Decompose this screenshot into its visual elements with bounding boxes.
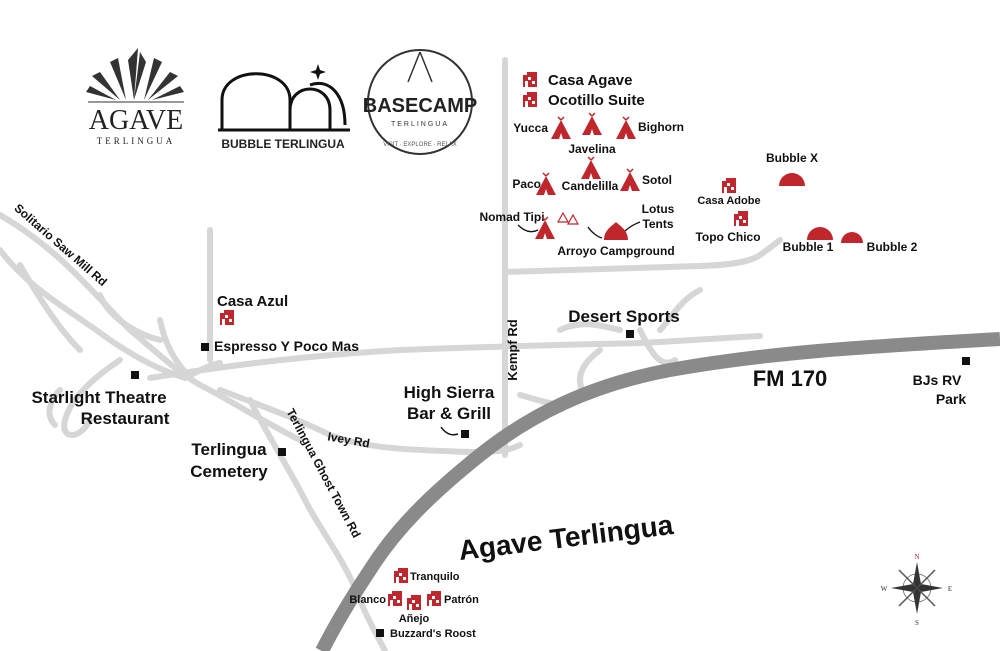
ocotillo-suite-marker[interactable] xyxy=(523,92,537,107)
blanco-marker[interactable] xyxy=(388,591,402,606)
compass-rose: N S E W xyxy=(881,553,952,627)
paco-label: Paco xyxy=(512,177,541,191)
bighorn-label: Bighorn xyxy=(638,120,684,134)
bjs-rv-label-line1: BJs RV xyxy=(913,372,962,388)
sotol-tent[interactable] xyxy=(619,168,641,192)
cemetery-label-line2: Cemetery xyxy=(190,462,268,481)
starlight-marker[interactable] xyxy=(131,371,139,379)
minor-roads xyxy=(0,57,783,651)
espresso-label: Espresso Y Poco Mas xyxy=(214,338,359,354)
fm-170-highway xyxy=(315,332,1000,651)
arroyo-campground-label: Arroyo Campground xyxy=(557,244,674,258)
sotol-label: Sotol xyxy=(642,173,672,187)
tranquilo-label: Tranquilo xyxy=(410,571,460,583)
bubble-x-dome[interactable] xyxy=(779,173,805,186)
tent-outline-icon xyxy=(556,211,580,225)
buzzards-roost-label: Buzzard's Roost xyxy=(390,628,476,640)
bjs-rv-label-line2: Park xyxy=(936,391,967,407)
yucca-tent[interactable] xyxy=(550,116,572,140)
ocotillo-suite-label: Ocotillo Suite xyxy=(548,92,645,109)
casa-agave-marker[interactable] xyxy=(523,72,537,87)
lotus-tents-label-line1: Lotus xyxy=(642,202,675,216)
starlight-label-line2: Restaurant xyxy=(81,409,170,428)
arroyo-arrow xyxy=(587,226,603,239)
candelilla-label: Candelilla xyxy=(562,179,619,193)
tranquilo-marker[interactable] xyxy=(394,568,408,583)
bjs-rv-marker[interactable] xyxy=(962,357,970,365)
nomad-tipi-arrow xyxy=(517,224,539,233)
basecamp-logo-tagline: VISIT · EXPLORE · RELAX xyxy=(383,142,457,148)
bubble-2-label: Bubble 2 xyxy=(867,240,918,254)
casa-azul-label: Casa Azul xyxy=(217,293,288,310)
kempf-rd-label: Kempf Rd xyxy=(505,319,520,380)
cemetery-marker[interactable] xyxy=(278,448,286,456)
agave-logo-subtext: TERLINGUA xyxy=(97,136,176,146)
blanco-label: Blanco xyxy=(349,594,386,606)
ivey-rd-label: Ivey Rd xyxy=(326,429,370,450)
anejo-label: Añejo xyxy=(399,613,430,625)
agave-terlingua-logo: AGAVE TERLINGUA xyxy=(86,48,184,146)
nomad-tipi-label: Nomad Tipi xyxy=(479,210,544,224)
topo-chico-marker[interactable] xyxy=(734,211,748,226)
map-title: Agave Terlingua xyxy=(457,509,675,566)
compass-w: W xyxy=(881,585,888,593)
basecamp-logo-text: BASECAMP xyxy=(363,95,477,117)
compass-e: E xyxy=(948,585,952,593)
starlight-label-line1: Starlight Theatre xyxy=(31,388,166,407)
high-sierra-marker[interactable] xyxy=(461,430,469,438)
compass-s: S xyxy=(915,619,919,627)
topo-chico-label: Topo Chico xyxy=(695,230,760,244)
fm-170-label: FM 170 xyxy=(753,366,828,391)
casa-adobe-label: Casa Adobe xyxy=(697,195,760,207)
basecamp-logo: BASECAMP TERLINGUA VISIT · EXPLORE · REL… xyxy=(363,49,477,155)
bubble-terlingua-logo xyxy=(218,64,350,132)
yucca-label: Yucca xyxy=(513,121,548,135)
candelilla-tent[interactable] xyxy=(580,156,602,180)
bubble-2-dome[interactable] xyxy=(841,232,863,243)
javelina-label: Javelina xyxy=(568,142,616,156)
bubble-logo-text: BUBBLE TERLINGUA xyxy=(221,137,345,151)
espresso-marker[interactable] xyxy=(201,343,209,351)
high-sierra-arrow xyxy=(440,426,459,436)
agave-logo-text: AGAVE xyxy=(89,105,183,136)
basecamp-logo-subtext: TERLINGUA xyxy=(391,121,449,128)
bighorn-tent[interactable] xyxy=(615,116,637,140)
cemetery-label-line1: Terlingua xyxy=(191,440,267,459)
lotus-tents-arrow xyxy=(623,221,641,233)
casa-agave-label: Casa Agave xyxy=(548,72,633,89)
buzzards-roost-marker[interactable] xyxy=(376,629,384,637)
compass-n: N xyxy=(914,553,919,561)
javelina-tent[interactable] xyxy=(581,112,603,136)
casa-adobe-marker[interactable] xyxy=(722,178,736,193)
anejo-marker[interactable] xyxy=(407,595,421,610)
bubble-1-dome[interactable] xyxy=(807,227,833,240)
desert-sports-label: Desert Sports xyxy=(568,307,679,326)
terlingua-ghost-town-rd-label: Terlingua Ghost Town Rd xyxy=(283,406,363,540)
high-sierra-label-line1: High Sierra xyxy=(404,383,495,402)
desert-sports-marker[interactable] xyxy=(626,330,634,338)
patron-marker[interactable] xyxy=(427,591,441,606)
bubble-x-label: Bubble X xyxy=(766,151,818,165)
casa-azul-marker[interactable] xyxy=(220,310,234,325)
high-sierra-label-line2: Bar & Grill xyxy=(407,404,491,423)
lotus-tents-label-line2: Tents xyxy=(642,217,673,231)
patron-label: Patrón xyxy=(444,594,479,606)
lotus-tent[interactable] xyxy=(604,222,628,240)
bubble-1-label: Bubble 1 xyxy=(783,240,834,254)
